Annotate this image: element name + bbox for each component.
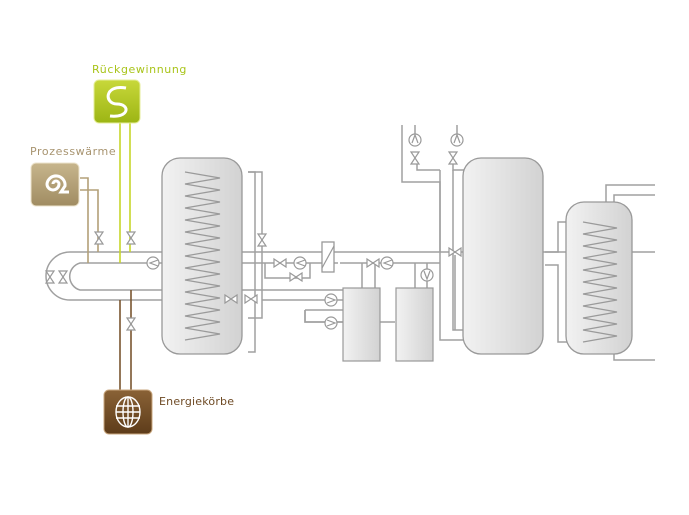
valve-icon — [447, 151, 459, 165]
storage-tank-2 — [462, 157, 544, 355]
process-heat-label: Prozesswärme — [30, 145, 117, 158]
storage-tank-1 — [161, 157, 243, 355]
pump-icon — [408, 133, 422, 147]
energy-baskets-label: Energiekörbe — [159, 395, 235, 408]
valve-icon — [273, 257, 287, 269]
main-loop-outer — [45, 251, 86, 301]
valve-icon — [289, 271, 303, 283]
valve-icon — [409, 151, 421, 165]
pump-icon — [324, 316, 338, 330]
process-heat-source[interactable] — [30, 162, 80, 207]
energy-baskets-source[interactable] — [103, 389, 153, 435]
s-curve-arrows-icon — [106, 86, 128, 118]
pump-icon — [450, 133, 464, 147]
valve-icon — [93, 231, 105, 245]
pumps — [146, 133, 464, 330]
valves — [44, 151, 462, 331]
pump-icon — [420, 268, 434, 282]
valve-icon — [448, 246, 462, 258]
boiler-2 — [395, 287, 434, 362]
recovery-source[interactable] — [93, 79, 141, 124]
recovery-pipes — [119, 120, 131, 263]
valve-icon — [125, 231, 137, 245]
storage-tank-3 — [565, 201, 633, 355]
recovery-label: Rückgewinnung — [92, 63, 188, 76]
globe-grid-icon — [115, 396, 141, 428]
valve-icon — [244, 293, 258, 305]
energy-basket-pipes — [119, 290, 132, 390]
process-heat-pipes — [80, 177, 99, 263]
spiral-arrow-icon — [45, 174, 69, 194]
valve-icon — [366, 257, 380, 269]
pump-icon — [146, 256, 160, 270]
heat-exchanger — [321, 241, 335, 273]
valve-icon — [125, 317, 137, 331]
pump-icon — [324, 293, 338, 307]
pump-icon — [293, 256, 307, 270]
valve-icon — [256, 233, 268, 247]
valve-icon — [224, 293, 238, 305]
pump-icon — [380, 256, 394, 270]
main-loop-inner — [68, 262, 86, 291]
valve-icon — [44, 270, 56, 284]
valve-icon — [57, 270, 69, 284]
boiler-1 — [342, 287, 381, 362]
